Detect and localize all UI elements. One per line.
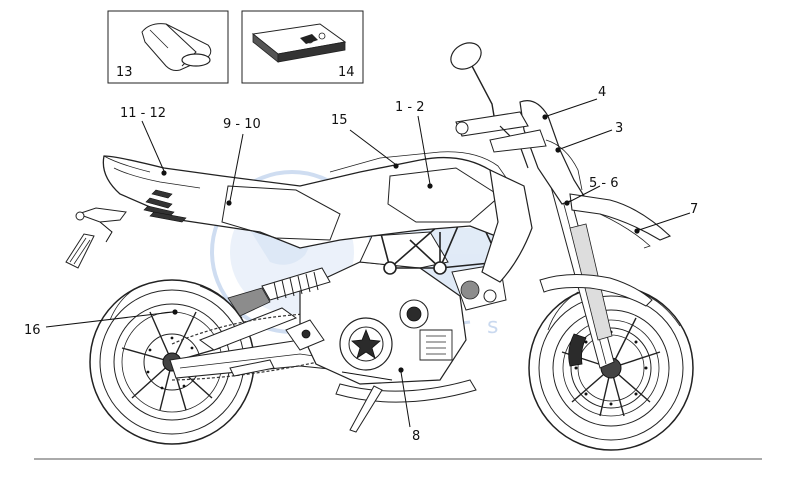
callout-11-12: 11 - 12 xyxy=(120,106,166,121)
callout-3: 3 xyxy=(615,121,623,136)
motorcycle xyxy=(65,42,694,451)
inset-tool-kit: 13 xyxy=(107,10,229,84)
manual-book-icon xyxy=(251,23,347,63)
callout-8: 8 xyxy=(412,429,420,444)
front-mask xyxy=(519,100,672,249)
leader-lines xyxy=(45,98,691,428)
callout-9-10: 9 - 10 xyxy=(223,117,261,132)
engine xyxy=(299,231,507,403)
watermark-text: s xyxy=(487,314,498,339)
tool-roll-icon xyxy=(141,23,212,71)
bodywork xyxy=(102,151,533,283)
handlebar-mirror xyxy=(450,42,547,169)
front-wheel xyxy=(528,285,694,451)
callout-14: 14 xyxy=(338,65,355,80)
rear-brake-detail xyxy=(229,319,393,381)
callout-16: 16 xyxy=(24,323,41,338)
callout-15: 15 xyxy=(331,113,348,128)
callout-7: 7 xyxy=(690,202,698,217)
rear-shock xyxy=(227,267,331,317)
callout-1-2: 1 - 2 xyxy=(395,100,425,115)
callout-4: 4 xyxy=(598,85,606,100)
callout-13: 13 xyxy=(116,65,133,80)
kickstand xyxy=(349,385,383,433)
callout-5-6: 5 - 6 xyxy=(589,176,619,191)
rear-fender xyxy=(65,207,127,269)
callout-labels: 1 - 2 15 11 - 12 9 - 10 4 3 5 - 6 7 8 16 xyxy=(24,85,698,444)
decal-target-dots xyxy=(161,114,640,373)
inset-owner-manual: 14 xyxy=(241,10,364,84)
